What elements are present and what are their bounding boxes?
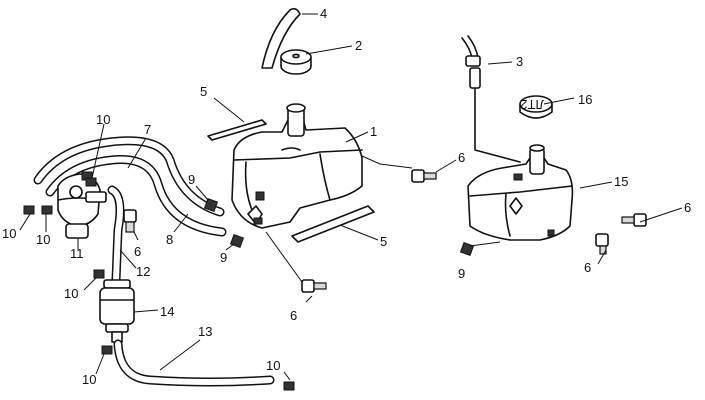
bolt-6-secondary-right	[621, 213, 647, 227]
callout-11: 11	[70, 246, 84, 261]
secondary-tank-cap: ЛТ2	[519, 95, 553, 119]
callout-6-pump: 6	[134, 244, 141, 259]
callout-labels: 4 2 3 16 5 1 5 6 6 15 6 6 9 9 9 7 8 6 10…	[2, 6, 691, 387]
clip-10-f	[283, 381, 295, 391]
clip-10-e	[101, 345, 113, 355]
bolt-6-main-tank-bottom	[301, 279, 327, 293]
callout-12: 12	[136, 264, 150, 279]
callout-10-left: 10	[2, 226, 16, 241]
fuel-hose-13	[113, 339, 275, 387]
breather-tube	[261, 7, 301, 69]
fuel-hose-12	[107, 185, 125, 285]
callout-9-upper: 9	[188, 172, 195, 187]
callout-10-filter-bottom: 10	[82, 372, 96, 387]
callout-10-hose-end: 10	[266, 358, 280, 373]
callout-14: 14	[160, 304, 174, 319]
fuel-filter	[99, 279, 135, 343]
callout-7: 7	[144, 122, 151, 137]
rubber-strip-lower	[291, 205, 375, 243]
callout-6-secondary-bottom: 6	[584, 260, 591, 275]
fuel-pump	[57, 171, 107, 239]
secondary-fuel-tank	[467, 144, 574, 241]
callout-10-left-2: 10	[36, 232, 50, 247]
callout-2: 2	[355, 38, 362, 53]
callout-8: 8	[166, 232, 173, 247]
clip-10-b	[41, 205, 53, 215]
callout-9-lower: 9	[220, 250, 227, 265]
bolt-6-secondary-bottom	[595, 233, 609, 255]
callout-9-secondary: 9	[458, 266, 465, 281]
callout-15: 15	[614, 174, 628, 189]
callout-5-lower: 5	[380, 234, 387, 249]
bolt-6-pump	[123, 209, 137, 233]
leader-lines	[19, 13, 683, 381]
main-fuel-tank	[231, 103, 363, 229]
fuel-cap	[280, 49, 312, 75]
callout-10-pump: 10	[96, 112, 110, 127]
bolt-6-main-tank-right	[411, 169, 437, 183]
clip-10-c	[85, 177, 97, 187]
clip-10-d	[93, 269, 105, 279]
callout-5-upper: 5	[200, 84, 207, 99]
clamp-9-upper	[203, 197, 219, 213]
callout-3: 3	[516, 54, 523, 69]
fuel-hose-7	[33, 136, 225, 217]
callout-6-secondary-right: 6	[684, 200, 691, 215]
clamp-9-secondary	[459, 241, 475, 257]
fuel-level-sender	[461, 35, 521, 163]
cap-marking-text: ЛТ2	[520, 97, 544, 112]
callout-4: 4	[320, 6, 327, 21]
callout-6-main-right: 6	[458, 150, 465, 165]
callout-6-main-bottom: 6	[290, 308, 297, 323]
clip-10-a	[23, 205, 35, 215]
callout-16: 16	[578, 92, 592, 107]
callout-10-filter-top: 10	[64, 286, 78, 301]
rubber-strip-upper	[207, 119, 267, 141]
callout-1: 1	[370, 124, 377, 139]
callout-13: 13	[198, 324, 212, 339]
